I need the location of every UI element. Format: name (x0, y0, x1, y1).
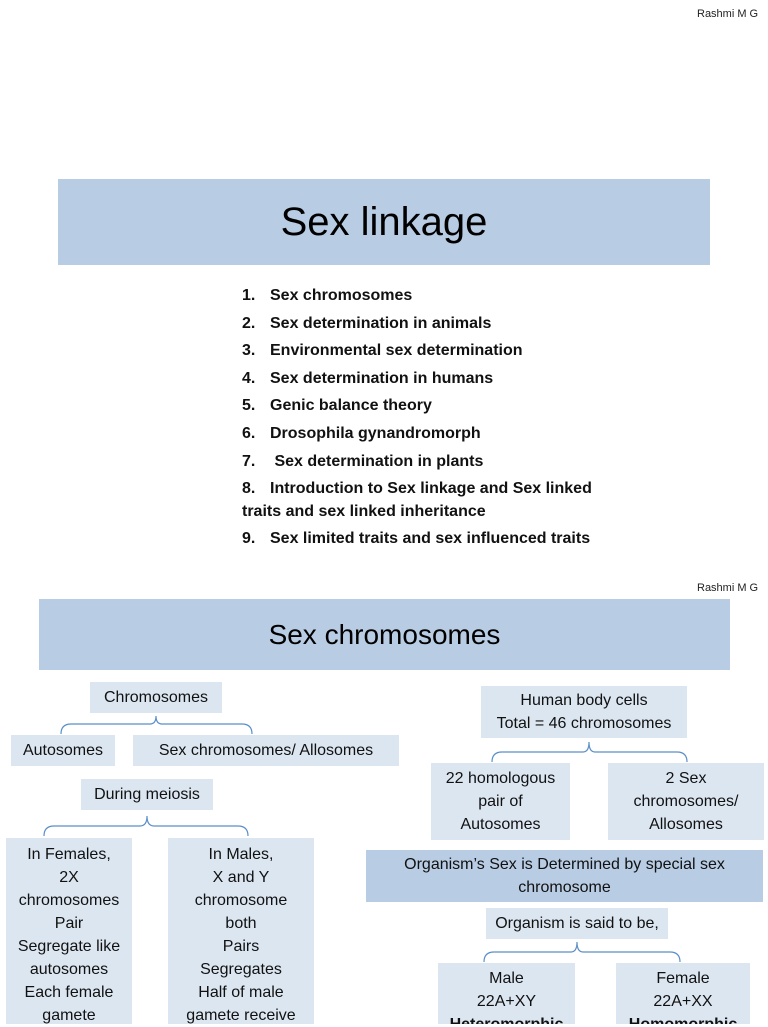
homologous-pairs-box: 22 homologous pair of Autosomes (431, 763, 570, 840)
sex-chromosomes-box: Sex chromosomes/ Allosomes (133, 735, 399, 766)
female-box: Female 22A+XX Homomorphic (616, 963, 750, 1024)
list-item: 7. Sex determination in plants (242, 452, 484, 470)
list-item: 5.Genic balance theory (242, 397, 432, 415)
females-box: In Females, 2X chromosomes Pair Segregat… (6, 838, 132, 1024)
autosomes-box: Autosomes (11, 735, 115, 766)
list-item: 9.Sex limited traits and sex influenced … (242, 530, 591, 548)
organism-said-box: Organism is said to be, (486, 908, 668, 939)
chromosomes-box: Chromosomes (90, 682, 222, 713)
author-label: Rashmi M G (697, 582, 759, 594)
during-meiosis-box: During meiosis (81, 779, 213, 810)
list-item: 8.Introduction to Sex linkage and Sex li… (242, 480, 592, 521)
list-item: 6.Drosophila gynandromorph (242, 424, 481, 442)
male-box: Male 22A+XY Heteromorphic (438, 963, 575, 1024)
sex-determined-box: Organism’s Sex is Determined by special … (366, 850, 763, 902)
list-item: 1.Sex chromosomes (242, 287, 413, 304)
slide-title-band: Sex chromosomes (39, 599, 730, 670)
slide-title: Sex chromosomes (268, 618, 501, 650)
author-label: Rashmi M G (697, 8, 759, 20)
topics-list: 1.Sex chromosomes 2.Sex determination in… (242, 284, 662, 555)
list-item: 3.Environmental sex determination (242, 342, 523, 360)
list-item: 4.Sex determination in humans (242, 369, 494, 387)
sex-allosomes-box: 2 Sex chromosomes/ Allosomes (608, 763, 764, 840)
slide-title: Sex linkage (280, 199, 488, 244)
males-box: In Males, X and Y chromosome both Pairs … (168, 838, 314, 1024)
slide-title-band: Sex linkage (58, 179, 710, 265)
human-body-cells-box: Human body cells Total = 46 chromosomes (481, 686, 687, 738)
list-item: 2.Sex determination in animals (242, 314, 492, 332)
